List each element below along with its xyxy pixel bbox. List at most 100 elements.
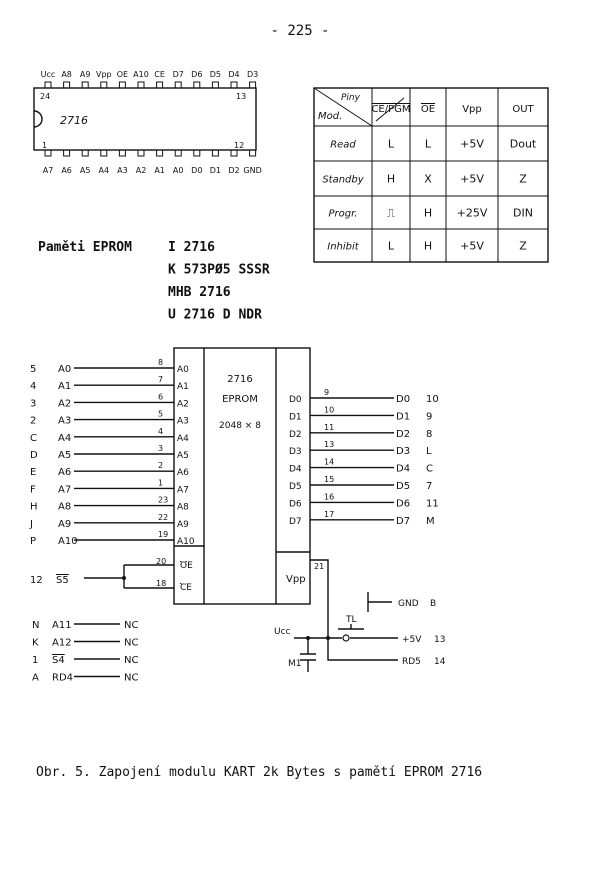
mode-table-cell: DIN bbox=[513, 207, 533, 220]
mode-table-corner-diagonal bbox=[313, 87, 373, 127]
bottom-pin-label: A5 bbox=[80, 166, 91, 175]
bottom-pin-10 bbox=[211, 149, 219, 157]
address-pin-number: 2 bbox=[158, 461, 163, 470]
data-signal: D1 bbox=[396, 411, 410, 422]
bottom-pin-4 bbox=[100, 149, 108, 157]
data-signal: D4 bbox=[396, 464, 410, 475]
plus5-conn: 13 bbox=[434, 635, 445, 645]
nc-conn: 1 bbox=[32, 655, 38, 666]
mode-table-header: CE/PGM bbox=[371, 104, 410, 115]
top-pin-label: D6 bbox=[191, 70, 202, 79]
top-pin-label: A10 bbox=[133, 70, 149, 79]
bottom-pin-9 bbox=[193, 149, 201, 157]
bottom-pin-label: A6 bbox=[61, 166, 72, 175]
mode-table-cell: H bbox=[424, 240, 432, 253]
bottom-pin-label: D2 bbox=[228, 166, 239, 175]
memory-type: MHB 2716 bbox=[168, 285, 231, 300]
data-pin-number: 9 bbox=[324, 388, 329, 397]
address-pin-number: 23 bbox=[158, 496, 168, 505]
ce-label: CE bbox=[180, 583, 192, 593]
top-pin-label: D7 bbox=[173, 70, 184, 79]
ucc-label: Ucc bbox=[274, 627, 291, 637]
address-chip-label: A4 bbox=[177, 434, 189, 444]
mode-table-cell: H bbox=[387, 173, 395, 186]
capacitor bbox=[300, 638, 316, 672]
bottom-pin-8 bbox=[174, 149, 182, 157]
address-pin-number: 1 bbox=[158, 478, 163, 487]
address-conn: J bbox=[29, 519, 33, 530]
address-chip-label: A8 bbox=[177, 503, 189, 513]
address-signal: A2 bbox=[58, 398, 71, 409]
data-conn: C bbox=[426, 464, 433, 475]
mode-table-cell: X bbox=[424, 173, 432, 186]
chip-name: 2716 bbox=[60, 114, 88, 127]
data-chip-label: D3 bbox=[289, 447, 302, 457]
memory-type: I 2716 bbox=[168, 240, 215, 255]
bottom-pin-label: GND bbox=[243, 166, 261, 175]
top-pin-4 bbox=[100, 81, 108, 89]
select-signal: S5 bbox=[56, 575, 69, 586]
bottom-pin-2 bbox=[63, 149, 71, 157]
data-signal: D3 bbox=[396, 446, 410, 457]
address-pin-number: 4 bbox=[158, 427, 163, 436]
address-conn: H bbox=[30, 502, 38, 513]
bottom-pin-3 bbox=[81, 149, 89, 157]
bottom-pin-6 bbox=[137, 149, 145, 157]
bottom-pin-11 bbox=[230, 149, 238, 157]
bottom-pin-label: A7 bbox=[43, 166, 54, 175]
address-signal: A7 bbox=[58, 484, 71, 495]
data-signal: D7 bbox=[396, 516, 410, 527]
data-chip-label: D5 bbox=[289, 482, 302, 492]
address-signal: A4 bbox=[58, 433, 71, 444]
mode-table-cell: Dout bbox=[510, 138, 537, 151]
top-pin-label: OE bbox=[117, 70, 128, 79]
top-pin-label: Vpp bbox=[96, 70, 112, 79]
switch-actuator bbox=[338, 624, 364, 630]
mode-table-cell: +5V bbox=[460, 173, 484, 186]
top-pin-10 bbox=[211, 81, 219, 89]
nc-conn: N bbox=[32, 620, 39, 631]
data-signal: D6 bbox=[396, 498, 410, 509]
mode-table-cell: L bbox=[388, 138, 395, 151]
address-conn: 4 bbox=[30, 381, 36, 392]
address-signal: A9 bbox=[58, 519, 71, 530]
data-signal: D2 bbox=[396, 429, 410, 440]
address-chip-label: A6 bbox=[177, 468, 189, 478]
address-signal: A1 bbox=[58, 381, 71, 392]
data-signal: D5 bbox=[396, 481, 410, 492]
oe-pin-number: 20 bbox=[156, 557, 166, 566]
data-conn: 11 bbox=[426, 498, 439, 509]
schematic-organization: 2048 × 8 bbox=[219, 421, 261, 431]
mode-table-frame bbox=[313, 87, 549, 263]
top-pin-7 bbox=[156, 81, 164, 89]
top-pin-8 bbox=[174, 81, 182, 89]
vpp-wire bbox=[310, 559, 329, 638]
address-conn: C bbox=[30, 433, 37, 444]
data-conn: L bbox=[426, 446, 432, 457]
data-chip-label: D7 bbox=[289, 517, 302, 527]
ce-pgm-slash bbox=[375, 97, 405, 122]
mode-table-cell: Z bbox=[519, 173, 527, 186]
bottom-pin-12 bbox=[249, 149, 257, 157]
vpp-pin-number: 21 bbox=[314, 562, 324, 571]
address-signal: A5 bbox=[58, 450, 71, 461]
address-chip-label: A5 bbox=[177, 451, 189, 461]
data-pin-number: 11 bbox=[324, 423, 334, 432]
nc-conn: K bbox=[32, 638, 39, 649]
mode-table-cell: +5V bbox=[460, 240, 484, 253]
rd-wire bbox=[327, 638, 398, 661]
data-pin-number: 10 bbox=[324, 405, 334, 414]
plus5-label: +5V bbox=[402, 635, 422, 645]
mode-table-cell: +25V bbox=[457, 207, 488, 220]
gnd-symbol bbox=[367, 592, 392, 612]
address-chip-label: A9 bbox=[177, 520, 189, 530]
data-conn: 9 bbox=[426, 411, 432, 422]
